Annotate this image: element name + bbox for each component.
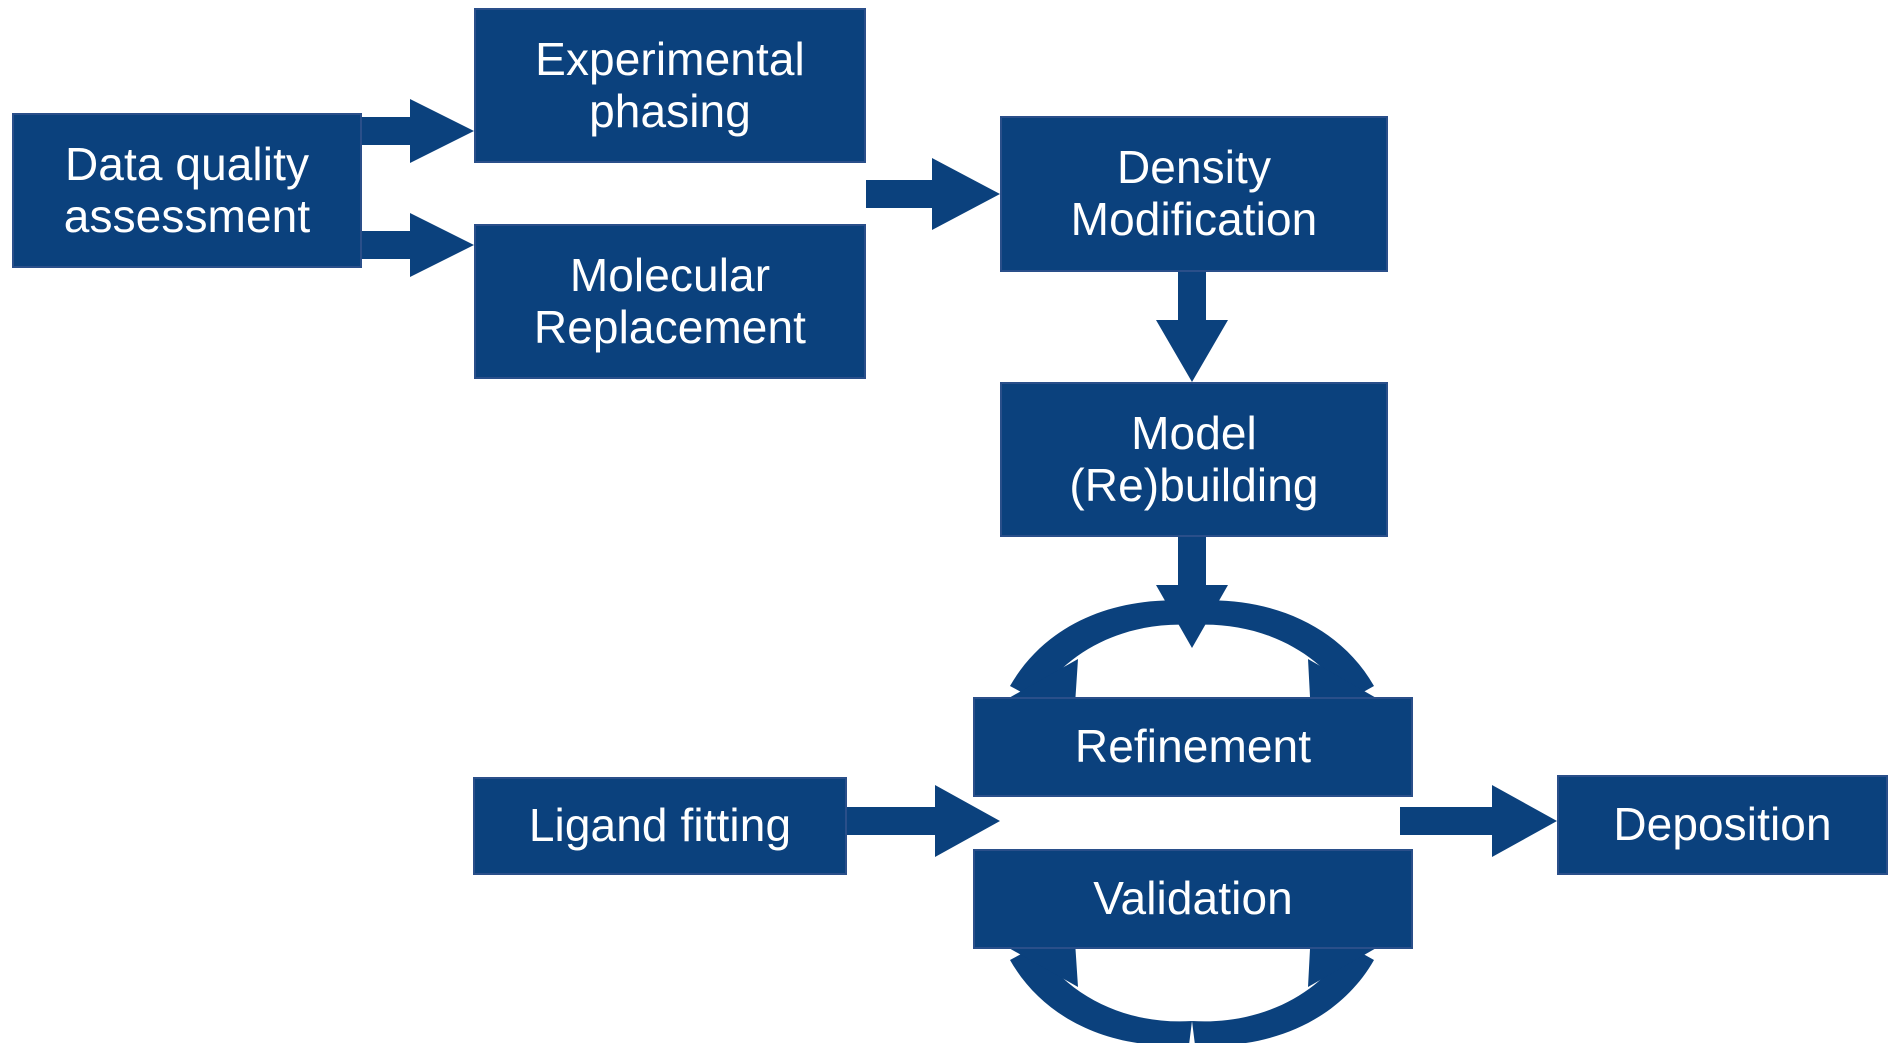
node-model-rebuilding[interactable]: Model (Re)building	[1000, 382, 1388, 537]
node-data-quality-assessment[interactable]: Data quality assessment	[12, 113, 362, 268]
node-ligand-fitting[interactable]: Ligand fitting	[473, 777, 847, 875]
node-validation[interactable]: Validation	[973, 849, 1413, 949]
node-experimental-phasing[interactable]: Experimental phasing	[474, 8, 866, 163]
node-molecular-replacement[interactable]: Molecular Replacement	[474, 224, 866, 379]
node-deposition[interactable]: Deposition	[1557, 775, 1888, 875]
node-refinement[interactable]: Refinement	[973, 697, 1413, 797]
node-density-modification[interactable]: Density Modification	[1000, 116, 1388, 272]
